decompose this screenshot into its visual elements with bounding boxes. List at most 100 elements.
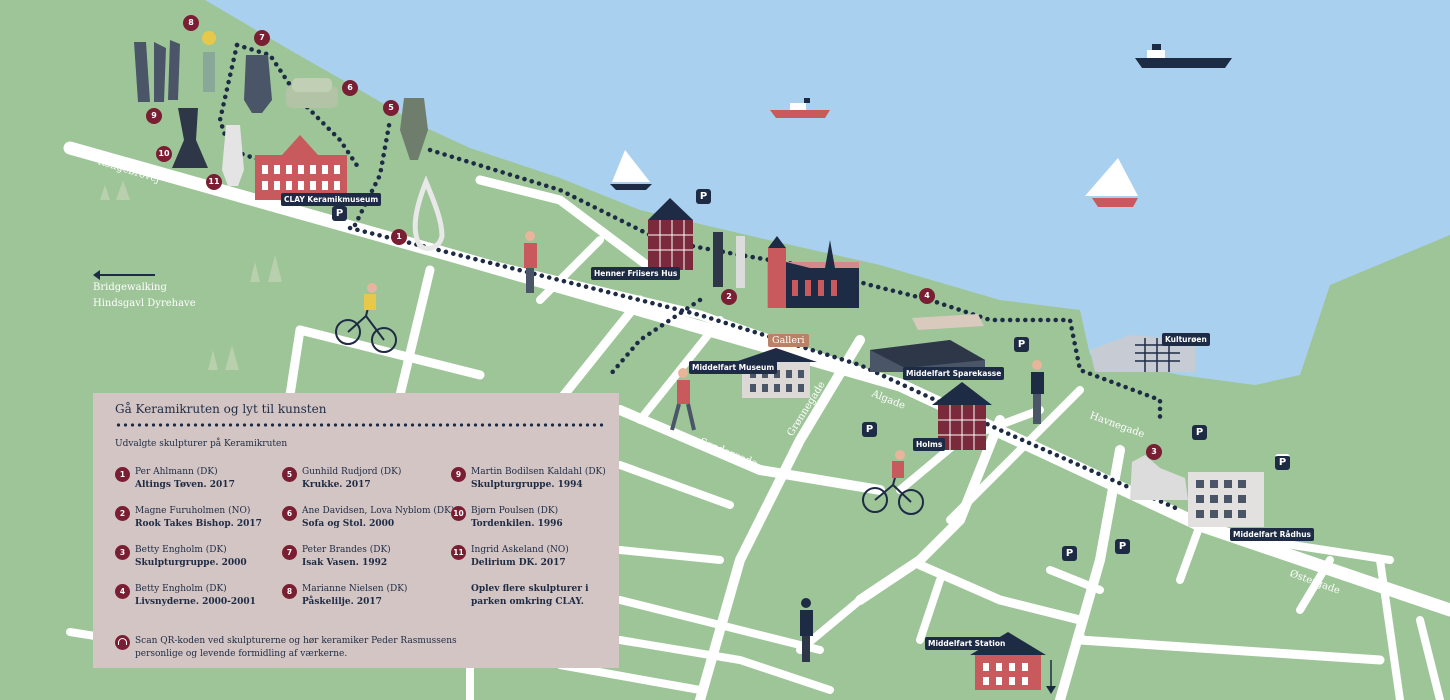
person-4 [800, 598, 813, 662]
direction-line-2: Hindsgavl Dyrehave [93, 298, 196, 309]
legend-work: Isak Vasen. 1992 [302, 558, 388, 568]
legend-marker: 4 [115, 584, 130, 599]
legend-artist: Betty Engholm (DK) [135, 584, 227, 594]
direction-line-1: Bridgewalking [93, 282, 167, 293]
legend-artist: Martin Bodilsen Kaldahl (DK) [471, 467, 606, 477]
marker-1[interactable]: 1 [391, 229, 407, 245]
church-building [767, 236, 859, 308]
legend-work: Altings Tøven. 2017 [135, 480, 235, 490]
legend-subtitle: Udvalgte skulpturer på Keramikruten [115, 439, 288, 449]
sculpture-11 [222, 125, 244, 186]
parking-icon[interactable]: P [1014, 337, 1029, 352]
water-area [205, 0, 1450, 385]
legend-work: Påskelilje. 2017 [302, 597, 382, 607]
legend-marker: 7 [282, 545, 297, 560]
sculpture-group-9 [134, 40, 180, 102]
qr-line-1: Scan QR-koden ved skulpturerne og hør ke… [135, 636, 457, 646]
sculpture-4 [912, 314, 984, 330]
legend-artist: Ane Davidsen, Lova Nyblom (DK) [302, 506, 455, 516]
marker-11[interactable]: 11 [206, 174, 222, 190]
parking-icon[interactable]: P [1115, 539, 1130, 554]
parking-covered-icon[interactable]: P [1275, 454, 1290, 470]
legend-artist: Marianne Nielsen (DK) [302, 584, 408, 594]
legend-artist: Gunhild Rudjord (DK) [302, 467, 402, 477]
marker-8[interactable]: 8 [183, 15, 199, 31]
marker-3[interactable]: 3 [1146, 444, 1162, 460]
parking-icon[interactable]: P [696, 189, 711, 204]
label-henner: Henner Friisers Hus [591, 267, 681, 280]
legend-marker: 9 [451, 467, 466, 482]
sculpture-8-lily [202, 31, 216, 92]
holms-building [932, 382, 992, 450]
label-sparekasse: Middelfart Sparekasse [903, 367, 1005, 380]
legend-extra-line-1: Oplev flere skulpturer i [471, 584, 589, 594]
radhus-building [1188, 472, 1264, 527]
legend-marker: 2 [115, 506, 130, 521]
sailboat-2 [1085, 158, 1138, 207]
cyclist-2 [862, 450, 924, 515]
sculpture-6-sofa [286, 78, 338, 108]
trees [100, 180, 282, 370]
legend-extra-line-2: parken omkring CLAY. [471, 597, 584, 607]
ceramic-route [217, 42, 1183, 513]
label-clay: CLAY Keramikmuseum [281, 193, 382, 206]
marker-2[interactable]: 2 [721, 289, 737, 305]
arrow-left-icon [93, 270, 155, 280]
legend-work: Livsnyderne. 2000-2001 [135, 597, 256, 607]
legend-work: Rook Takes Bishop. 2017 [135, 519, 262, 529]
legend-panel: Gå Keramikruten og lyt til kunsten Udval… [93, 393, 619, 668]
parking-icon[interactable]: P [1062, 546, 1077, 561]
label-galleri: Galleri [768, 334, 809, 347]
south-arrow [1046, 660, 1056, 694]
legend-work: Skulpturgruppe. 2000 [135, 558, 247, 568]
person-2 [670, 368, 696, 431]
legend-dotted-divider [115, 423, 605, 427]
sculpture-10 [172, 108, 208, 168]
legend-artist: Ingrid Askeland (NO) [471, 545, 569, 555]
marker-9[interactable]: 9 [146, 108, 162, 124]
legend-marker: 11 [451, 545, 466, 560]
direction-west: Bridgewalking Hindsgavl Dyrehave [93, 270, 196, 312]
legend-artist: Magne Furuholmen (NO) [135, 506, 251, 516]
qr-line-2: personlige og levende formidling af værk… [135, 649, 348, 659]
legend-marker: 8 [282, 584, 297, 599]
legend-work: Skulpturgruppe. 1994 [471, 480, 583, 490]
ship-large [1135, 44, 1232, 68]
marker-10[interactable]: 10 [156, 146, 172, 162]
marker-6[interactable]: 6 [342, 80, 358, 96]
legend-artist: Per Ahlmann (DK) [135, 467, 218, 477]
legend-work: Krukke. 2017 [302, 480, 371, 490]
sculpture-3 [1130, 455, 1188, 500]
road-network [63, 141, 1450, 700]
label-kulturoen: Kulturøen [1162, 333, 1210, 346]
legend-marker: 1 [115, 467, 130, 482]
sculpture-7-vase [244, 55, 272, 113]
legend-artist: Bjørn Poulsen (DK) [471, 506, 559, 516]
headphones-icon [115, 635, 130, 650]
label-station: Middelfart Station [925, 637, 1009, 650]
legend-marker: 6 [282, 506, 297, 521]
sparekasse-building [870, 340, 985, 372]
clay-museum-building [255, 135, 347, 200]
marker-4[interactable]: 4 [919, 288, 935, 304]
legend-artist: Peter Brandes (DK) [302, 545, 391, 555]
person-1 [524, 231, 537, 293]
legend-work: Tordenkilen. 1996 [471, 519, 563, 529]
label-museum: Middelfart Museum [689, 361, 778, 374]
marker-5[interactable]: 5 [383, 100, 399, 116]
parking-icon[interactable]: P [862, 422, 877, 437]
marker-7[interactable]: 7 [254, 30, 270, 46]
cyclist-1 [335, 283, 397, 353]
legend-artist: Betty Engholm (DK) [135, 545, 227, 555]
legend-extra-note: Oplev flere skulpturer i parken omkring … [471, 583, 589, 609]
legend-marker: 3 [115, 545, 130, 560]
parking-icon[interactable]: P [332, 206, 347, 221]
sculpture-5-jar [400, 98, 428, 160]
legend-title: Gå Keramikruten og lyt til kunsten [115, 402, 327, 416]
sculpture-1 [412, 175, 445, 251]
legend-marker: 5 [282, 467, 297, 482]
henner-friisers-hus-building [648, 198, 693, 270]
parking-icon[interactable]: P [1192, 425, 1207, 440]
